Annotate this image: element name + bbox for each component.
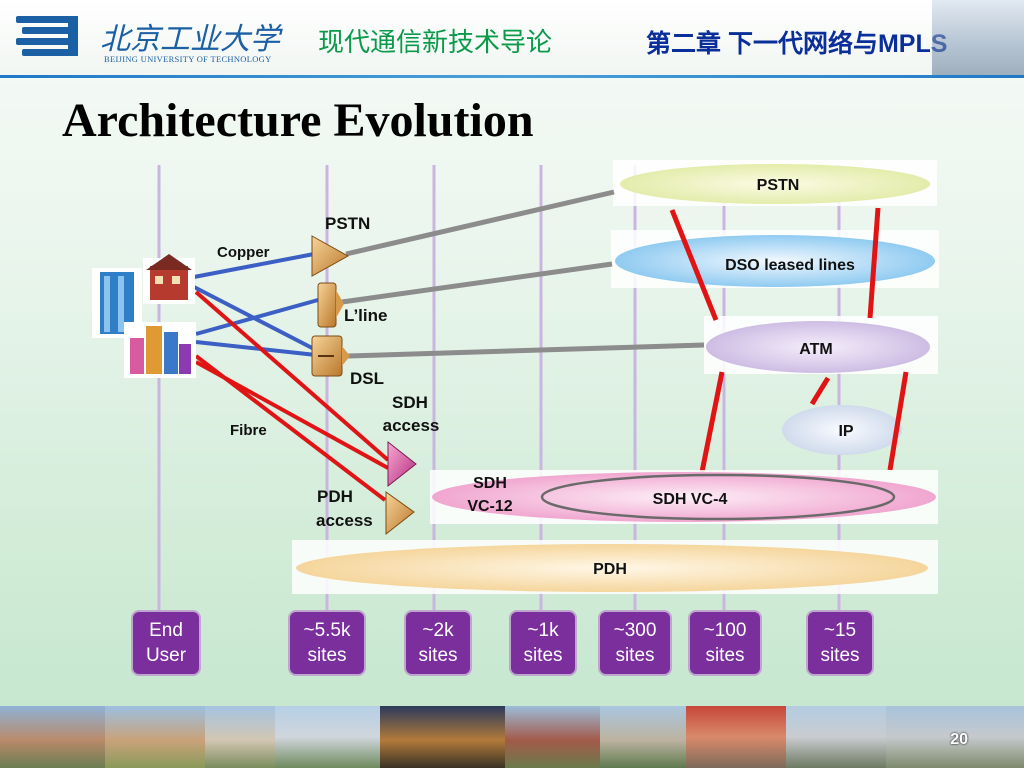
inter-network-links xyxy=(669,207,909,473)
header-building-photo xyxy=(932,0,1024,75)
site-tier-5-5k: ~5.5k sites xyxy=(288,610,366,676)
network-pdh-label: PDH xyxy=(593,561,627,578)
header-bar: 北京工业大学 BEIJING UNIVERSITY OF TECHNOLOGY … xyxy=(0,0,1024,75)
campus-photo xyxy=(205,706,275,768)
network-atm: ATM xyxy=(704,316,938,374)
copper-label: Copper xyxy=(217,244,270,261)
pstn-access-label: PSTN xyxy=(325,214,370,233)
pstn-access-node-icon xyxy=(311,235,350,277)
site-tier-line1: ~100 xyxy=(703,620,747,641)
header-divider xyxy=(0,75,1024,78)
site-tier-1k: ~1k sites xyxy=(509,610,577,676)
network-sdh: SDH VC-4 SDH VC-12 xyxy=(430,470,938,524)
network-leased-label: DSO leased lines xyxy=(725,257,855,274)
pdh-access-label-2: access xyxy=(316,511,373,530)
campus-photo xyxy=(786,706,886,768)
dsl-access-node-icon xyxy=(311,335,350,377)
network-ip: IP xyxy=(782,405,902,455)
network-pdh: PDH xyxy=(292,540,938,594)
site-tier-300: ~300 sites xyxy=(598,610,672,676)
slide-title: Architecture Evolution xyxy=(62,94,534,147)
sdh-access-node-icon xyxy=(387,440,417,488)
site-tier-line1: ~15 xyxy=(823,620,857,641)
site-tier-line2: sites xyxy=(820,645,860,666)
site-tier-line1: End xyxy=(149,620,183,641)
fibre-links xyxy=(194,290,390,502)
sdh-access-label-1: SDH xyxy=(392,393,428,412)
site-tier-line1: ~300 xyxy=(613,620,657,641)
sdh-access-label-2: access xyxy=(383,416,440,435)
site-tier-15: ~15 sites xyxy=(806,610,874,676)
page-number: 20 xyxy=(950,731,968,748)
pdh-access-label-1: PDH xyxy=(317,487,353,506)
campus-photo xyxy=(686,706,786,768)
leased-line-access-node-icon xyxy=(317,282,344,328)
university-logo: 北京工业大学 BEIJING UNIVERSITY OF TECHNOLOGY xyxy=(14,10,280,66)
logo-emblem-icon xyxy=(16,16,78,56)
site-tier-line2: sites xyxy=(615,645,655,666)
site-tier-line2: sites xyxy=(705,645,745,666)
campus-photo xyxy=(275,706,380,768)
network-ip-label: IP xyxy=(838,423,853,440)
logo-calligraphy: 北京工业大学 xyxy=(100,22,280,57)
network-atm-label: ATM xyxy=(799,341,832,358)
network-sdh-vc4-ring xyxy=(540,473,896,521)
site-tier-line2: sites xyxy=(523,645,563,666)
network-leased-lines: DSO leased lines xyxy=(611,230,939,288)
trunk-links xyxy=(341,189,705,359)
campus-photo xyxy=(0,706,105,768)
site-tier-line2: User xyxy=(145,645,187,666)
chapter-title: 第二章 下一代网络与MPLS xyxy=(646,30,948,58)
network-pstn: PSTN xyxy=(613,160,937,206)
campus-photo xyxy=(505,706,600,768)
pdh-access-node-icon xyxy=(385,491,415,536)
site-tier-line1: ~5.5k xyxy=(303,620,351,641)
site-tier-line2: sites xyxy=(307,645,347,666)
network-sdh-vc12-label-1: SDH xyxy=(473,475,507,492)
campus-photo xyxy=(600,706,686,768)
site-tier-2k: ~2k sites xyxy=(404,610,472,676)
site-tier-line2: sites xyxy=(418,645,458,666)
site-tier-gridlines xyxy=(157,165,841,610)
logo-subtitle: BEIJING UNIVERSITY OF TECHNOLOGY xyxy=(104,54,272,64)
fibre-label: Fibre xyxy=(230,422,267,439)
campus-photo-strip xyxy=(0,706,1024,768)
network-sdh-vc4-label: SDH VC-4 xyxy=(653,491,728,508)
site-tier-end-user: End User xyxy=(131,610,201,676)
copper-links xyxy=(193,252,319,357)
site-tier-100: ~100 sites xyxy=(688,610,762,676)
network-sdh-vc12-label-2: VC-12 xyxy=(467,498,512,515)
campus-photo xyxy=(886,706,1024,768)
network-pstn-label: PSTN xyxy=(757,177,800,194)
site-tier-line1: ~1k xyxy=(527,620,559,641)
end-user-buildings-icon xyxy=(92,254,196,378)
campus-photo xyxy=(380,706,505,768)
course-title: 现代通信新技术导论 xyxy=(318,27,553,57)
lline-access-label: L’line xyxy=(344,306,387,325)
dsl-access-label: DSL xyxy=(350,369,384,388)
site-tier-line1: ~2k xyxy=(422,620,454,641)
campus-photo xyxy=(105,706,205,768)
